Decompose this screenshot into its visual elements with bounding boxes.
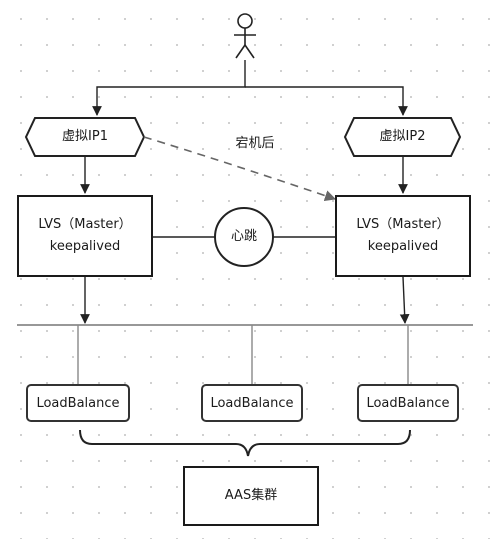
lvs-left-text: LVS（Master） keepalived <box>19 197 151 275</box>
lvs-right-box: LVS（Master） keepalived <box>335 195 471 277</box>
lvs-left-line1: LVS（Master） <box>38 216 132 232</box>
cluster-brace <box>79 429 411 457</box>
lvs-right-text: LVS（Master） keepalived <box>337 197 469 275</box>
vip2-shape <box>343 117 462 157</box>
lvs2-to-bus-arrow <box>399 276 410 324</box>
vip2-label: 虚拟IP2 <box>379 128 426 144</box>
cluster-label: AAS集群 <box>224 487 278 503</box>
failover-arrow <box>143 136 337 202</box>
load-balancer-2: LoadBalance <box>201 384 303 422</box>
load-balancer-1: LoadBalance <box>26 384 130 422</box>
vip1-shape <box>24 117 146 157</box>
lvs-right-line1: LVS（Master） <box>356 216 450 232</box>
user-to-vip-connector <box>92 60 408 116</box>
lvs-left-line2: keepalived <box>49 239 121 254</box>
cluster-box: AAS集群 <box>183 466 319 526</box>
heartbeat-label: 心跳 <box>230 228 257 244</box>
user-icon <box>234 13 256 59</box>
lvs-left-box: LVS（Master） keepalived <box>17 195 153 277</box>
lvs-right-line2: keepalived <box>367 239 439 254</box>
load-balancer-3: LoadBalance <box>357 384 459 422</box>
heartbeat-node <box>214 207 274 267</box>
vip1-label: 虚拟IP1 <box>62 128 108 144</box>
failover-label: 宕机后 <box>235 135 275 151</box>
bus-drop-lines <box>77 325 409 384</box>
